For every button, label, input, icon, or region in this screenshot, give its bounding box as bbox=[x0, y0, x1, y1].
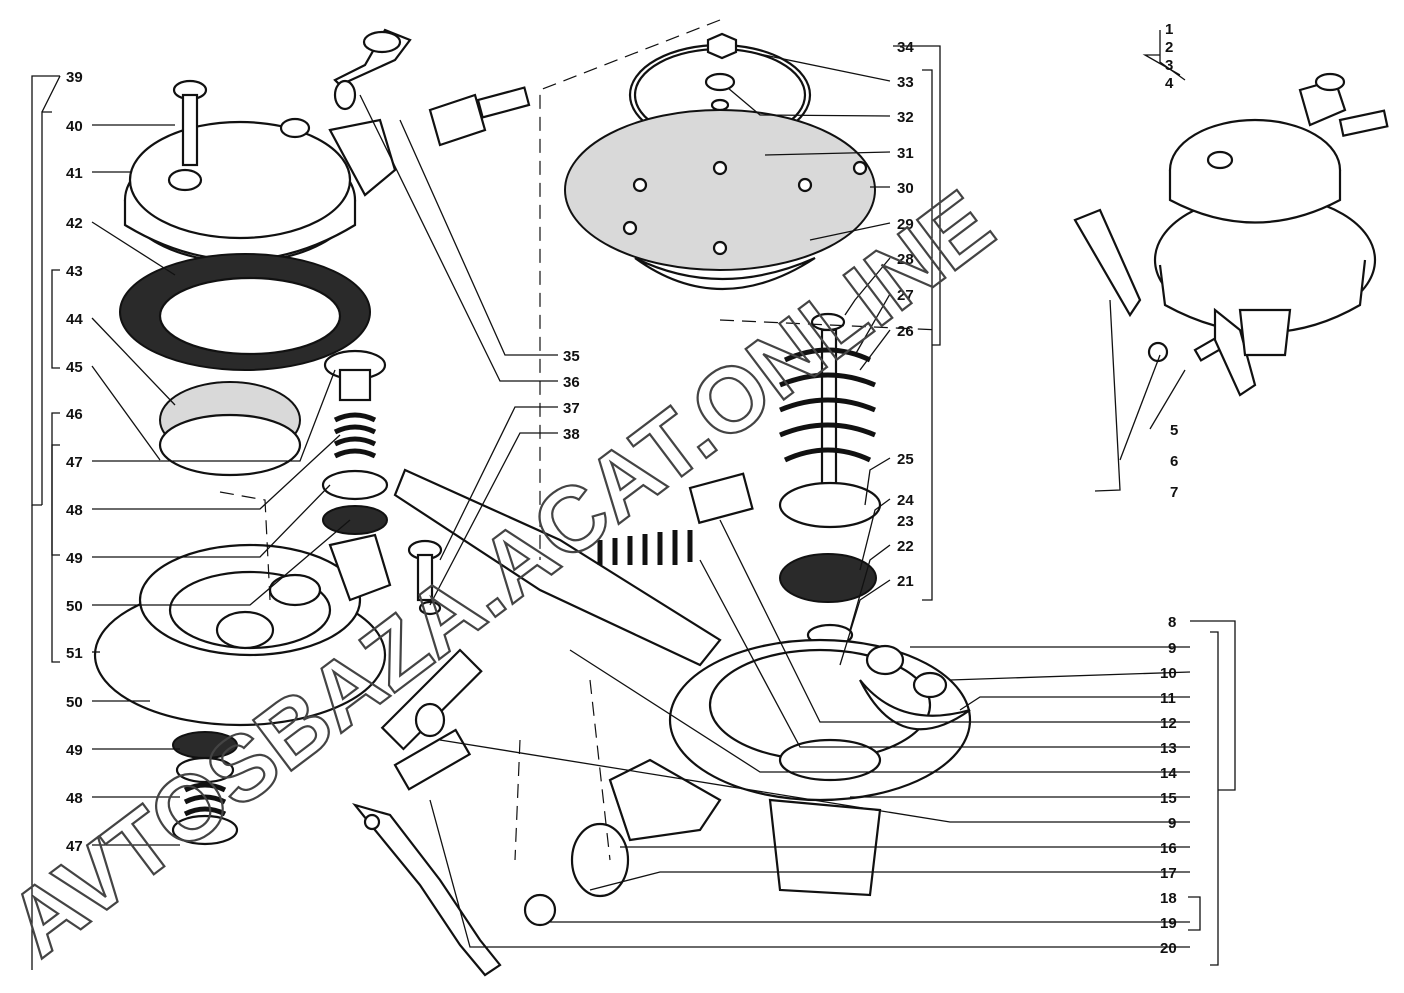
label-3: 3 bbox=[1165, 57, 1173, 74]
label-20: 20 bbox=[1160, 940, 1177, 957]
label-6: 6 bbox=[1170, 453, 1178, 470]
label-50b: 50 bbox=[66, 694, 83, 711]
label-18: 18 bbox=[1160, 890, 1177, 907]
priming-lever bbox=[351, 728, 502, 977]
cover-gasket bbox=[119, 253, 371, 371]
label-12: 12 bbox=[1160, 715, 1177, 732]
label-48a: 48 bbox=[66, 502, 83, 519]
label-27: 27 bbox=[897, 287, 914, 304]
label-15: 15 bbox=[1160, 790, 1177, 807]
pump-cover bbox=[123, 117, 397, 264]
label-30: 30 bbox=[897, 180, 914, 197]
hose-nipple bbox=[428, 86, 531, 147]
pull-rod-assembly bbox=[778, 312, 882, 678]
assembled-pump bbox=[1073, 72, 1389, 397]
label-25: 25 bbox=[897, 451, 914, 468]
lower-valve-assembly bbox=[171, 731, 239, 846]
lever-assembly bbox=[380, 468, 754, 751]
label-14: 14 bbox=[1160, 765, 1177, 782]
elbow-fitting bbox=[333, 28, 412, 111]
label-42: 42 bbox=[66, 215, 83, 232]
label-44: 44 bbox=[66, 311, 83, 328]
lower-diaphragm bbox=[634, 256, 816, 290]
label-40: 40 bbox=[66, 118, 83, 135]
label-43: 43 bbox=[66, 263, 83, 280]
label-24: 24 bbox=[897, 492, 914, 509]
label-51: 51 bbox=[66, 645, 83, 662]
label-28: 28 bbox=[897, 251, 914, 268]
label-17: 17 bbox=[1160, 865, 1177, 882]
cover-screw bbox=[172, 79, 208, 167]
label-8: 8 bbox=[1168, 614, 1176, 631]
filter-screen bbox=[158, 381, 302, 477]
label-11: 11 bbox=[1160, 690, 1176, 707]
label-37: 37 bbox=[563, 400, 580, 417]
label-21: 21 bbox=[897, 573, 914, 590]
label-36: 36 bbox=[563, 374, 580, 391]
label-47a: 47 bbox=[66, 454, 83, 471]
label-33: 33 bbox=[897, 74, 914, 91]
label-46: 46 bbox=[66, 406, 83, 423]
label-39: 39 bbox=[66, 69, 83, 86]
label-16: 16 bbox=[1160, 840, 1177, 857]
label-9b: 9 bbox=[1168, 815, 1176, 832]
label-26: 26 bbox=[897, 323, 914, 340]
label-29: 29 bbox=[897, 216, 914, 233]
label-19: 19 bbox=[1160, 915, 1177, 932]
alignment-lines bbox=[219, 19, 941, 861]
label-5: 5 bbox=[1170, 422, 1178, 439]
label-47b: 47 bbox=[66, 838, 83, 855]
label-41: 41 bbox=[66, 165, 83, 182]
label-13: 13 bbox=[1160, 740, 1177, 757]
label-23: 23 bbox=[897, 513, 914, 530]
small-fittings bbox=[414, 644, 971, 927]
label-45: 45 bbox=[66, 359, 83, 376]
label-1: 1 bbox=[1165, 21, 1173, 38]
label-49a: 49 bbox=[66, 550, 83, 567]
leader-lines bbox=[31, 30, 1236, 970]
label-7: 7 bbox=[1170, 484, 1178, 501]
label-34: 34 bbox=[897, 39, 914, 56]
label-32: 32 bbox=[897, 109, 914, 126]
label-22: 22 bbox=[897, 538, 914, 555]
label-49b: 49 bbox=[66, 742, 83, 759]
label-31: 31 bbox=[897, 145, 914, 162]
label-48b: 48 bbox=[66, 790, 83, 807]
diaphragm bbox=[564, 109, 876, 271]
label-9a: 9 bbox=[1168, 640, 1176, 657]
label-50a: 50 bbox=[66, 598, 83, 615]
label-10: 10 bbox=[1160, 665, 1177, 682]
label-2: 2 bbox=[1165, 39, 1173, 56]
valve-assembly bbox=[321, 349, 389, 535]
part-labels: 1 2 3 4 5 6 7 8 9 10 11 12 13 14 15 9 16… bbox=[66, 21, 1178, 957]
label-35: 35 bbox=[563, 348, 580, 365]
label-38: 38 bbox=[563, 426, 580, 443]
valve-body bbox=[93, 533, 392, 727]
pump-body bbox=[608, 638, 972, 897]
label-4: 4 bbox=[1165, 75, 1174, 92]
